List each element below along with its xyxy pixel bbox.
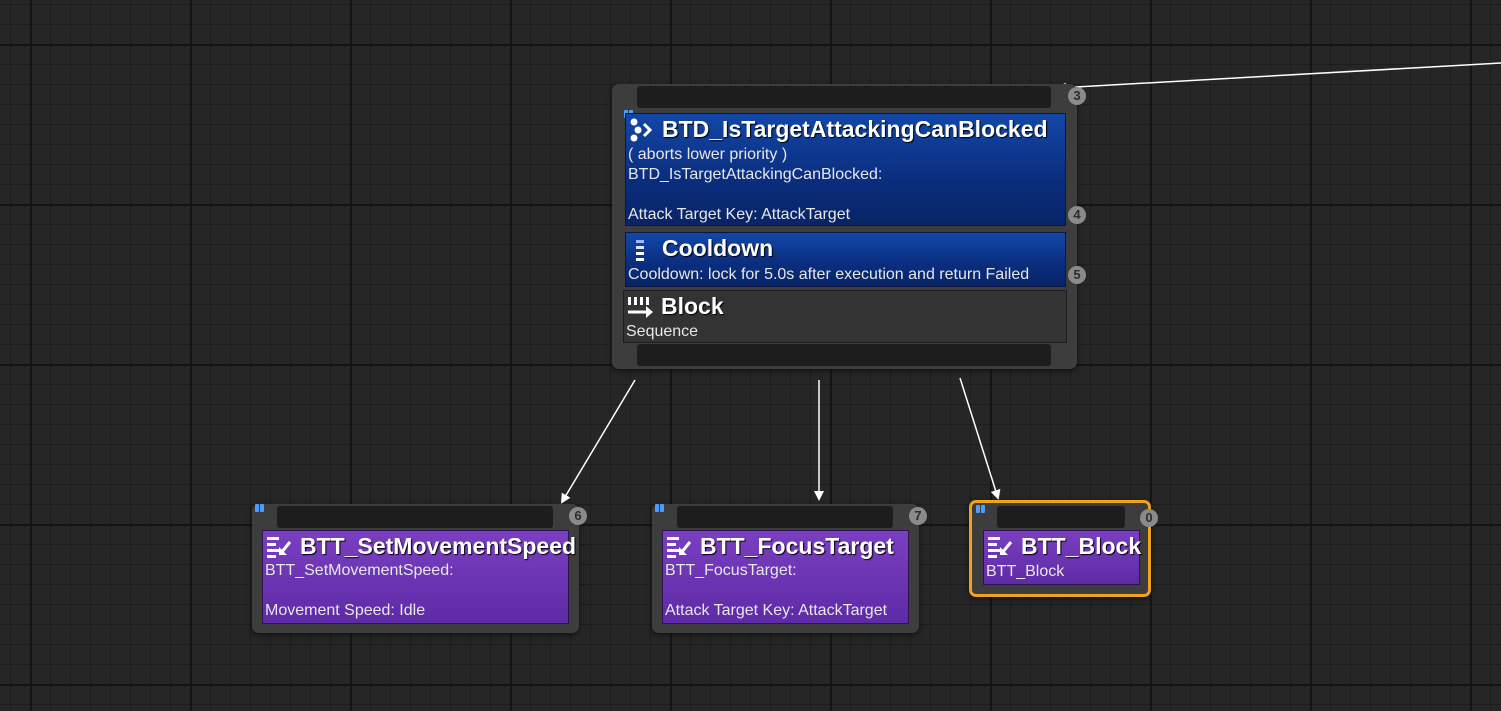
task-body[interactable]: BTT_SetMovementSpeed BTT_SetMovementSpee… [262, 530, 576, 624]
task-line-1: BTT_FocusTarget: [665, 562, 797, 579]
sequence-icon [628, 297, 653, 318]
cooldown-icon [636, 240, 644, 261]
decorator-line-4: Attack Target Key: AttackTarget [628, 206, 851, 223]
breakpoint-indicator-icon [255, 504, 265, 513]
input-pin[interactable] [677, 506, 893, 528]
task-title: BTT_FocusTarget [700, 533, 894, 559]
task-icon [988, 537, 1013, 558]
task-line-1: BTT_SetMovementSpeed: [265, 562, 454, 579]
task-body[interactable]: BTT_Block BTT_Block [983, 530, 1142, 585]
task-icon [267, 537, 292, 558]
composite-sequence[interactable]: Block Sequence [623, 290, 1067, 343]
output-pin[interactable] [637, 344, 1051, 366]
task-node-focus-target[interactable]: 7 BTT_FocusTarget BTT_FocusTarget: Attac… [652, 504, 927, 633]
decorator-order-badge: 4 [1068, 206, 1086, 224]
decorator-line-2: BTD_IsTargetAttackingCanBlocked: [628, 166, 883, 183]
cooldown-description: Cooldown: lock for 5.0s after execution … [628, 266, 1030, 283]
execution-order-badge: 7 [909, 507, 927, 525]
wire-to-set-movement-speed [560, 379, 636, 504]
task-body[interactable]: BTT_FocusTarget BTT_FocusTarget: Attack … [662, 530, 909, 624]
task-line-3: Attack Target Key: AttackTarget [665, 602, 888, 619]
wire-to-block [959, 377, 1001, 500]
task-icon [667, 537, 692, 558]
decorator-line-3 [628, 185, 882, 205]
composite-node-block[interactable]: 3 BTD_IsTargetAttackingCanBlocked ( abor… [612, 84, 1086, 369]
decorator-blueprint-icon [630, 118, 653, 142]
execution-order-badge: 3 [1068, 87, 1086, 105]
task-line-2 [665, 581, 887, 601]
cooldown-title: Cooldown [662, 235, 774, 261]
decorator-cooldown[interactable]: Cooldown Cooldown: lock for 5.0s after e… [625, 232, 1066, 287]
decorator-title: BTD_IsTargetAttackingCanBlocked [662, 116, 1048, 142]
decorator-line-1: ( aborts lower priority ) [628, 146, 788, 163]
incoming-wire [1056, 62, 1501, 93]
task-line-2 [265, 581, 454, 601]
execution-order-badge: 6 [569, 507, 587, 525]
task-title: BTT_SetMovementSpeed [300, 533, 577, 559]
composite-title: Block [661, 293, 724, 319]
task-line-3: Movement Speed: Idle [265, 602, 426, 619]
composite-subtitle: Sequence [626, 323, 699, 340]
decorator-is-target-attacking[interactable]: BTD_IsTargetAttackingCanBlocked ( aborts… [625, 113, 1066, 226]
cooldown-order-badge: 5 [1068, 266, 1086, 284]
task-node-block[interactable]: 0 BTT_Block BTT_Block [969, 500, 1158, 597]
breakpoint-indicator-icon [655, 504, 665, 513]
task-line-1: BTT_Block [986, 563, 1065, 580]
task-node-set-movement-speed[interactable]: 6 BTT_SetMovementSpeed BTT_SetMovementSp… [252, 504, 587, 633]
breakpoint-indicator-icon [976, 505, 986, 514]
input-pin[interactable] [997, 506, 1125, 528]
task-title: BTT_Block [1021, 533, 1142, 559]
input-pin[interactable] [277, 506, 553, 528]
input-pin[interactable] [637, 86, 1051, 108]
execution-order-badge: 0 [1140, 509, 1158, 527]
